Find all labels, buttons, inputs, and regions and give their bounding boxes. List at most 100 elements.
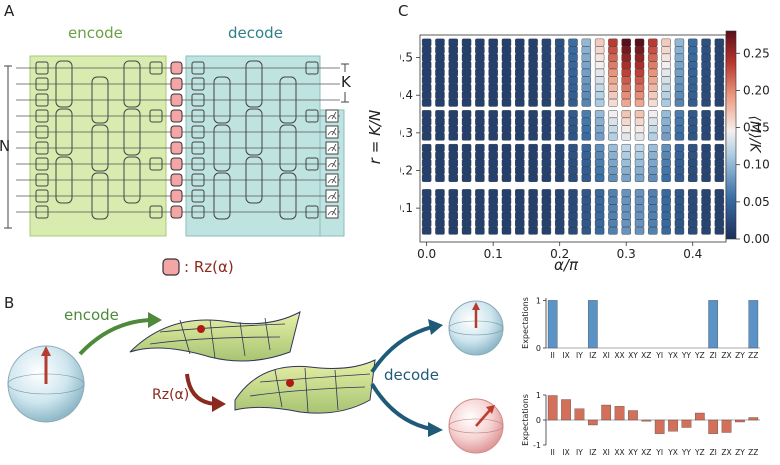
single-qubit-gate: [149, 109, 163, 123]
heatmap-cell: [661, 98, 671, 107]
heatmap-cell: [515, 68, 525, 77]
bar-category-label: ZX: [721, 448, 731, 457]
heatmap-cell: [528, 46, 538, 54]
heatmap-cell: [488, 189, 498, 197]
heatmap-cell: [608, 204, 618, 213]
heatmap-cell: [528, 53, 538, 62]
heatmap-cell: [501, 117, 512, 126]
rz-gate: [170, 205, 183, 219]
heatmap-cell: [674, 226, 685, 235]
bar-category-label: ZY: [735, 448, 745, 457]
bar-y-tick-label: 0: [536, 416, 541, 425]
heatmap-cell: [581, 46, 592, 54]
heatmap-cell: [475, 144, 485, 152]
heatmap-y-label: r = K/N: [366, 109, 385, 165]
bar-category-label: XI: [603, 448, 610, 457]
heatmap-cell: [621, 76, 631, 85]
heatmap-cell: [714, 83, 725, 92]
heatmap-cell: [528, 132, 538, 141]
heatmap-cell: [608, 98, 618, 107]
heatmap-cell: [528, 83, 538, 92]
heatmap-cell: [621, 83, 631, 92]
heatmap-cell: [701, 204, 711, 213]
heatmap-cell: [674, 110, 685, 118]
two-qubit-gate: [245, 60, 263, 108]
heatmap-cell: [421, 98, 432, 107]
heatmap-cell: [528, 151, 538, 160]
heatmap-cell: [634, 53, 645, 62]
heatmap-cell: [621, 110, 631, 118]
heatmap-cell: [501, 159, 512, 167]
heatmap-cell: [568, 189, 578, 197]
heatmap-cell: [554, 196, 565, 205]
heatmap-cell: [661, 83, 671, 92]
colorbar-tick-label: 0.15: [743, 121, 770, 135]
heatmap-cell: [568, 38, 578, 47]
bar: [587, 300, 598, 349]
heatmap-cell: [435, 189, 445, 197]
heatmap-cell: [688, 61, 698, 70]
decode-block-background: [185, 55, 321, 237]
heatmap-cell: [461, 144, 472, 152]
heatmap-cell: [674, 159, 685, 167]
meter-glyph: [327, 143, 337, 152]
heatmap-cell: [594, 61, 605, 70]
heatmap-cell: [501, 211, 512, 220]
heatmap-cell: [435, 91, 445, 100]
heatmap-cell: [488, 166, 498, 175]
heatmap-cell: [421, 38, 432, 47]
heatmap-cell: [554, 132, 565, 141]
heatmap-cell: [688, 83, 698, 92]
heatmap-cell: [608, 174, 618, 182]
heatmap-cell: [541, 166, 552, 175]
heatmap-cell: [581, 68, 592, 77]
heatmap-cell: [634, 91, 645, 100]
heatmap-cell: [488, 98, 498, 107]
heatmap-cell: [568, 68, 578, 77]
perturbed-output-arrow: [475, 409, 491, 427]
heatmap-cell: [714, 159, 725, 167]
heatmap-cell: [688, 132, 698, 141]
bar: [547, 395, 558, 421]
two-qubit-gate: [91, 124, 109, 172]
heatmap-cell: [421, 46, 432, 54]
heatmap-cell: [541, 68, 552, 77]
heatmap-cell: [701, 159, 711, 167]
heatmap-cell: [674, 189, 685, 197]
bar: [654, 419, 665, 434]
heatmap-cell: [448, 68, 458, 77]
heatmap-cell: [701, 68, 711, 77]
heatmap-cell: [435, 83, 445, 92]
heatmap-cell: [568, 98, 578, 107]
heatmap-cell: [674, 53, 685, 62]
heatmap-cell: [435, 38, 445, 47]
bar-y-axis-label: Expectations: [521, 297, 530, 349]
heatmap-cell: [475, 61, 485, 70]
heatmap-cell: [461, 174, 472, 182]
heatmap-cell: [714, 117, 725, 126]
colorbar-ticks: 0.000.050.100.150.200.25: [736, 46, 770, 246]
heatmap-cell: [488, 53, 498, 62]
heatmap-cell: [701, 166, 711, 175]
heatmap-cell: [714, 151, 725, 160]
bar-category-label: ZI: [710, 351, 717, 360]
heatmap-cell: [528, 125, 538, 133]
heatmap-cell: [421, 110, 432, 118]
heatmap-cell: [688, 204, 698, 213]
heatmap-cell: [608, 91, 618, 100]
heatmap-cell: [661, 159, 671, 167]
measurement-box: [325, 125, 339, 139]
heatmap-cell: [594, 211, 605, 220]
heatmap-cell: [475, 219, 485, 228]
heatmap-cell: [554, 98, 565, 107]
bar: [628, 410, 638, 421]
heatmap-cell: [475, 117, 485, 126]
heatmap-cell: [594, 226, 605, 235]
heatmap-cell: [621, 98, 631, 107]
single-qubit-gate: [191, 77, 205, 91]
heatmap-cell: [501, 38, 512, 47]
heatmap-cell: [701, 151, 711, 160]
heatmap-cell: [541, 151, 552, 160]
heatmap-cell: [688, 166, 698, 175]
